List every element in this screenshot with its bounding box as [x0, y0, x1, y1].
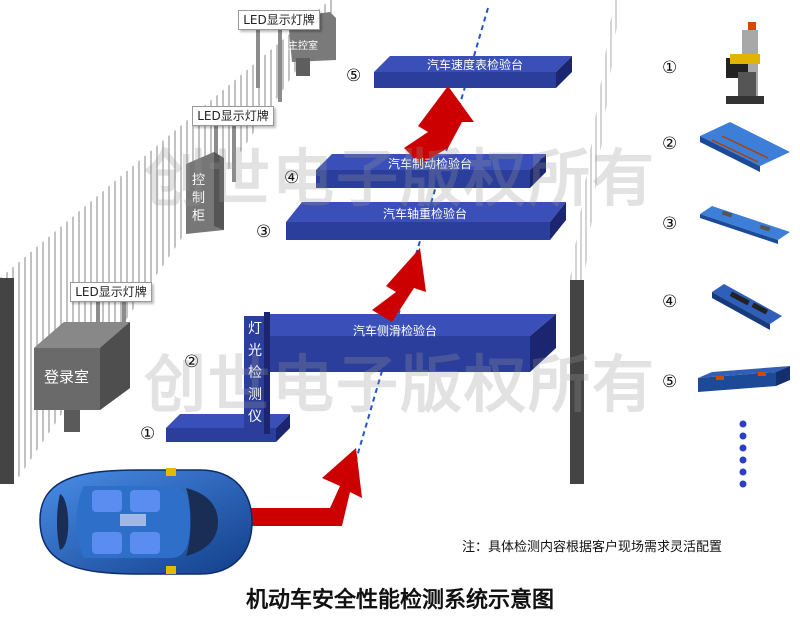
plate-brake	[316, 154, 546, 188]
watermark-bottom: 创世电子版权所有	[144, 348, 657, 421]
legend-icon-brake-roller	[712, 284, 782, 330]
station-label-speedometer: 汽车速度表检验台	[426, 58, 523, 72]
control-cabinet-label: 控制柜	[192, 173, 206, 224]
headlight-tester-label: 灯光检测仪	[248, 321, 262, 425]
legend-marker-1: ①	[662, 58, 678, 78]
main-control-room-label: 主控室	[288, 41, 318, 52]
flow-arrows	[244, 86, 474, 526]
legend-more-dots	[739, 420, 747, 488]
headlight-tester-column	[244, 312, 270, 434]
registration-room-box	[34, 322, 130, 432]
legend-icon-headlight-tester	[726, 22, 764, 104]
station-marker-2: ②	[184, 352, 200, 372]
legend-icon-speedometer-roller	[698, 366, 790, 392]
legend-marker-4: ④	[662, 292, 678, 312]
station-marker-4: ④	[284, 168, 300, 188]
right-fence	[570, 0, 620, 484]
legend-marker-2: ②	[662, 134, 678, 154]
legend-icon-axle-weight-plate	[700, 206, 790, 244]
registration-room-label: 登录室	[44, 368, 90, 386]
station-label-side-slip: 汽车侧滑检验台	[352, 324, 437, 338]
legend-marker-3: ③	[662, 214, 678, 234]
control-cabinet-box	[186, 152, 224, 234]
plate-axle-weight	[286, 202, 566, 240]
station-marker-1: ①	[140, 424, 156, 444]
car-top-view	[39, 468, 253, 575]
diagram-title: 机动车安全性能检测系统示意图	[245, 588, 554, 613]
led-sign-bottom: LED显示灯牌	[70, 282, 152, 302]
plate-side-slip	[246, 314, 556, 372]
legend-marker-5: ⑤	[662, 372, 678, 392]
plate-speedometer	[374, 56, 572, 88]
station-label-brake: 汽车制动检验台	[387, 157, 472, 171]
configuration-note: 注：具体检测内容根据客户现场需求灵活配置	[462, 540, 723, 555]
station-label-axle-weight: 汽车轴重检验台	[382, 207, 467, 221]
station-marker-3: ③	[256, 222, 272, 242]
legend-icon-sideslip-plate	[700, 122, 790, 172]
led-sign-middle: LED显示灯牌	[192, 106, 274, 126]
watermark-top: 创世电子版权所有	[144, 142, 657, 215]
led-sign-top: LED显示灯牌	[238, 10, 320, 30]
station-marker-5: ⑤	[346, 66, 362, 86]
